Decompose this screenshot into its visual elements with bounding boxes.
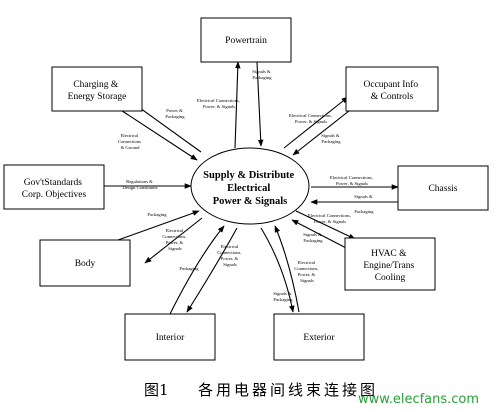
label-occupant-out: Signals & Packaging	[321, 133, 341, 144]
arrow-to-body	[144, 217, 203, 264]
exterior-label: Exterior	[303, 333, 335, 343]
label-body-in: Electrical Connections, Power, & Signals	[162, 228, 187, 251]
node-interior: Interior	[124, 313, 216, 361]
charging-box	[51, 66, 143, 112]
charging-label: Charging & Energy Storage	[68, 80, 127, 102]
powertrain-box	[200, 17, 292, 63]
center-node: Supply & Distribute Electrical Power & S…	[190, 147, 310, 225]
label-interior-in: Electrical Connections, Power, & Signals	[217, 244, 242, 267]
powertrain-label: Powertrain	[225, 36, 267, 46]
hvac-box	[344, 237, 436, 291]
label-exterior-in: Electrical Connections, Power, & Signals	[294, 260, 319, 283]
chassis-box	[397, 165, 489, 211]
arrow-from-powertrain	[256, 61, 264, 147]
node-occupant: Occupant Info & Controls	[345, 66, 439, 112]
node-govstd: Gov'tStandards Corp. Objectives	[3, 164, 105, 210]
arrow-from-interior	[169, 225, 225, 315]
chassis-label: Chassis	[428, 184, 457, 194]
node-chassis: Chassis	[397, 165, 489, 211]
interior-label: Interior	[156, 333, 185, 343]
label-occupant-in: Electrical Connections, Power, & Signals	[289, 113, 333, 125]
occupant-box	[345, 66, 439, 112]
arrow-from-body	[117, 210, 200, 241]
arrow-to-powertrain	[234, 61, 241, 149]
label-chassis-out: Signals & Packaging	[354, 194, 374, 214]
watermark: www.elecfans.com	[358, 392, 479, 407]
node-powertrain: Powertrain	[200, 17, 292, 63]
arrow-to-exterior	[260, 227, 295, 313]
caption-figure-number: 图1	[144, 381, 169, 399]
arrow-from-charging	[109, 102, 198, 161]
label-charging-in: Power & Packaging	[165, 108, 185, 119]
label-chassis-in: Electrical Connections, Power, & Signals	[330, 175, 374, 187]
body-label: Body	[75, 259, 96, 269]
connector-labels: Power & Packaging Electrical Connections…	[118, 69, 374, 302]
govstd-box	[3, 164, 105, 210]
label-body-out: Packaging	[147, 212, 167, 217]
arrow-to-interior	[186, 227, 238, 313]
arrow-to-occupant	[283, 96, 349, 149]
center-text: Supply & Distribute Electrical Power & S…	[203, 170, 297, 207]
label-hvac-out: Signals & Packaging	[303, 232, 323, 243]
hvac-label: HVAC & Engine/Trans Cooling	[363, 249, 416, 283]
node-body: Body	[39, 239, 131, 287]
center-ellipse	[190, 147, 310, 225]
caption: 图1 各用电器间线束连接图	[144, 381, 378, 399]
occupant-label: Occupant Info & Controls	[364, 79, 421, 102]
arrow-from-hvac	[291, 219, 353, 252]
node-exterior: Exterior	[273, 313, 365, 361]
label-govstd: Regulations & Design Constraints	[122, 179, 157, 190]
label-hvac-in: Electrical Connections, Power, & Signals	[308, 213, 352, 225]
connector-arrows	[104, 61, 399, 315]
label-exterior-out: Signals & Packaging	[273, 291, 293, 302]
govstd-label: Gov'tStandards Corp. Objectives	[22, 178, 87, 200]
label-powertrain-in: Electrical Connections, Power, & Signals	[197, 98, 241, 110]
node-charging: Charging & Energy Storage	[51, 66, 143, 112]
exterior-box	[273, 313, 365, 361]
body-box	[39, 239, 131, 287]
arrow-from-occupant	[292, 106, 355, 156]
label-interior-out: Packaging	[179, 266, 199, 271]
label-charging-out: Electrical Connections & Ground	[118, 133, 142, 150]
arrow-from-exterior	[274, 225, 300, 313]
node-hvac: HVAC & Engine/Trans Cooling	[344, 237, 436, 291]
interior-box	[124, 313, 216, 361]
arrow-to-hvac	[295, 210, 356, 240]
label-powertrain-out: Signals & Packaging	[252, 69, 272, 80]
caption-title: 各用电器间线束连接图	[198, 381, 378, 399]
